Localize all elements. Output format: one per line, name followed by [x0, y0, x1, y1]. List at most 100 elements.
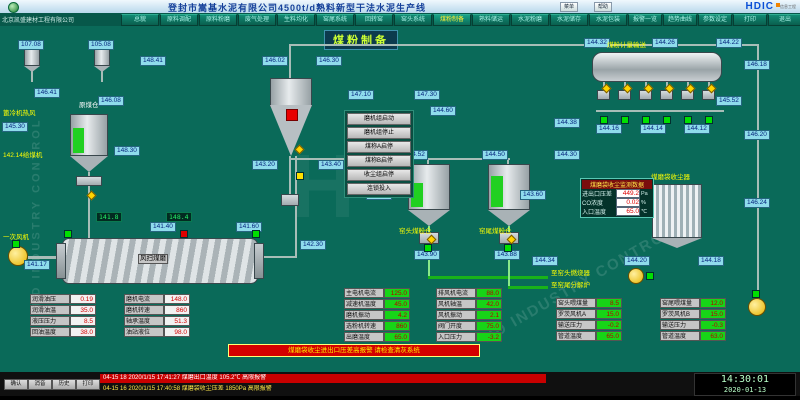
alarm-banner: 煤磨袋收尘进出口压差高报警 请检查清灰系统 [228, 344, 480, 357]
panel-label: 主电机电流 [344, 288, 384, 298]
canvas-label: 142.14给煤机 [3, 152, 43, 159]
status-indicator [424, 244, 432, 252]
status-indicator [296, 172, 304, 180]
monitor-unit: ℃ [641, 208, 648, 215]
dust-cone [24, 66, 40, 75]
system-clock: 14:30:01 2020-01-13 [694, 373, 796, 396]
tank-shell [592, 52, 722, 82]
equipment-bag [652, 184, 702, 248]
fan-icon [628, 268, 644, 284]
page-menu: 总貌原料调配原料粉磨废气处理生料均化窑尾系统回转窑窑头系统煤粉制备熟料储运水泥粉… [121, 13, 627, 26]
menu-item-趋势曲线[interactable]: 趋势曲线 [663, 13, 697, 26]
tag-readout: 144.34 [532, 256, 558, 266]
panel-label: 输送压力 [660, 320, 700, 330]
menu-item-熟料储运[interactable]: 熟料储运 [472, 13, 510, 26]
panel-row: 输送压力-0.2 [556, 320, 622, 330]
header-button-菜单[interactable]: 菜单 [560, 2, 579, 12]
hdic-logo-square [776, 3, 780, 7]
bin-cone [488, 210, 530, 229]
tag-readout: 144.60 [430, 106, 456, 116]
pipe [289, 156, 291, 196]
tag-readout: 148.30 [114, 146, 140, 156]
tag-readout: 105.08 [88, 40, 114, 50]
menu-item-原料粉磨[interactable]: 原料粉磨 [199, 13, 237, 26]
alarm-button-打印[interactable]: 打印 [76, 379, 100, 390]
menu-item-总貌[interactable]: 总貌 [121, 13, 159, 26]
menu-item-窑尾系统[interactable]: 窑尾系统 [316, 13, 354, 26]
control-button-收尘组启停[interactable]: 收尘组启停 [347, 169, 411, 181]
header-button-帮助[interactable]: 帮助 [594, 2, 613, 12]
menu-item-煤粉制备[interactable]: 煤粉制备 [433, 13, 471, 26]
pipe [289, 44, 291, 78]
navigation-bar: 北京凯盛建材工程有限公司 总貌原料调配原料粉磨废气处理生料均化窑尾系统回转窑窑头… [0, 13, 800, 26]
menu-item-窑头系统[interactable]: 窑头系统 [394, 13, 432, 26]
canvas-label: 风扫煤磨 [138, 254, 168, 264]
menu-item-生料均化[interactable]: 生料均化 [277, 13, 315, 26]
dust-cone [94, 66, 110, 75]
menu-item-原料调配[interactable]: 原料调配 [160, 13, 198, 26]
status-indicator [12, 240, 20, 248]
canvas-label: 煤磨袋收尘器 [651, 174, 690, 181]
menu-item-水泥粉磨[interactable]: 水泥粉磨 [511, 13, 549, 26]
control-button-磨机组启动[interactable]: 磨机组启动 [347, 113, 411, 125]
tag-readout: 144.16 [596, 124, 622, 134]
panel-label: 管道温度 [660, 331, 700, 341]
tag-readout: 144.26 [652, 38, 678, 48]
bagfilter-cone [652, 238, 702, 251]
alarm-button-确认[interactable]: 确认 [4, 379, 28, 390]
tag-readout: 146.02 [262, 56, 288, 66]
status-indicator [646, 272, 654, 280]
tag-readout: 147.30 [414, 90, 440, 100]
tag-readout: 145.30 [2, 122, 28, 132]
tag-readout: 144.14 [640, 124, 666, 134]
tag-readout: 141.60 [236, 222, 262, 232]
status-indicator [642, 116, 650, 124]
panel-label: 管道温度 [556, 331, 596, 341]
menu-item-退出[interactable]: 退出 [768, 13, 800, 26]
pipe [428, 276, 548, 279]
menu-item-回转窑[interactable]: 回转窑 [355, 13, 393, 26]
control-button-煤称B启停[interactable]: 煤称B启停 [347, 155, 411, 167]
panel-label: 减速机温度 [344, 299, 384, 309]
alarm-button-历史[interactable]: 历史 [52, 379, 76, 390]
menu-item-水泥包装[interactable]: 水泥包装 [589, 13, 627, 26]
menu-item-废气处理[interactable]: 废气处理 [238, 13, 276, 26]
dust-body [94, 48, 110, 66]
silo-body [70, 114, 108, 156]
dust-body [24, 48, 40, 66]
control-button-连锁投入[interactable]: 连锁投入 [347, 183, 411, 195]
monitor-value: 0.02 [616, 198, 640, 207]
alarm-status-bar: 04-15 18 2020/1/15 17:41:27 煤磨出口温度 105.2… [0, 372, 800, 396]
menu-item-打印[interactable]: 打印 [733, 13, 767, 26]
equipment-cyc [270, 78, 312, 156]
panel-label: 风机轴温 [436, 299, 476, 309]
tag-readout: 144.38 [554, 118, 580, 128]
control-button-磨机组停止[interactable]: 磨机组停止 [347, 127, 411, 139]
tag-readout: 146.41 [34, 88, 60, 98]
tag-readout: 107.08 [18, 40, 44, 50]
alarm-button-消音[interactable]: 消音 [28, 379, 52, 390]
panel-value: 860 [384, 321, 410, 331]
panel-label: 窑尾喂煤量 [660, 298, 700, 308]
tag-readout: 142.30 [300, 240, 326, 250]
menu-item-参数设定[interactable]: 参数设定 [698, 13, 732, 26]
control-button-煤称A启停[interactable]: 煤称A启停 [347, 141, 411, 153]
menu-item-水泥储存[interactable]: 水泥储存 [550, 13, 588, 26]
canvas-label: 至窑头燃烧器 [551, 270, 590, 277]
panel-label: 液压压力 [30, 316, 70, 326]
status-indicator [621, 116, 629, 124]
watermark: HD INDUSTRY CONTROL [30, 117, 43, 307]
panel-label: 排风机电流 [436, 288, 476, 298]
status-indicator [64, 230, 72, 238]
panel-row: 输送压力-0.3 [660, 320, 726, 330]
menu-item-报警一览[interactable]: 报警一览 [628, 13, 662, 26]
